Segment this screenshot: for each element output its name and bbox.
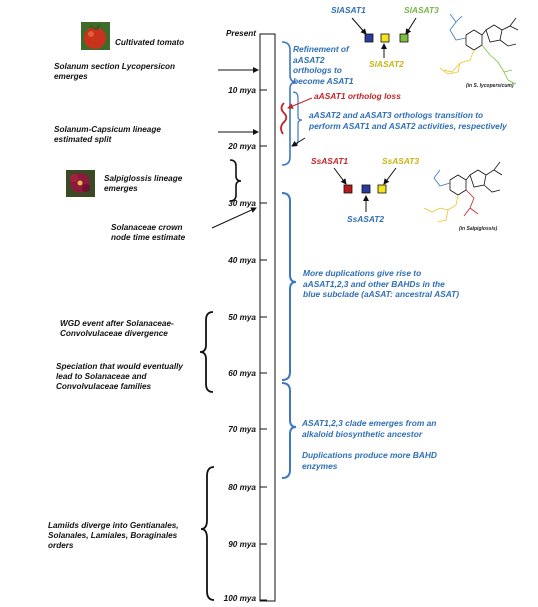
salpiglossis-flower-photo (66, 170, 95, 197)
crown-node-arrow (211, 207, 257, 229)
ss-asat3-label: SsASAT3 (382, 156, 420, 166)
salpiglossis-brace (229, 159, 242, 202)
tick-50: 50 mya (228, 313, 256, 322)
tick-80: 80 mya (228, 483, 256, 492)
tick-30: 30 mya (228, 199, 256, 208)
cultivated-tomato-photo (81, 22, 110, 50)
sl-asat2-label: SlASAT2 (369, 59, 404, 69)
transition-brace (292, 91, 303, 147)
more-bahd-event: Duplications produce more BAHD enzymes (302, 450, 437, 471)
ss-asat2-box (361, 184, 371, 194)
ss-asat2-label: SsASAT2 (347, 214, 385, 224)
lamiids-event: Lamiids diverge into Gentianales, Solana… (48, 521, 179, 550)
ss-asat1-label: SsASAT1 (311, 156, 349, 166)
sl-asat3-box (399, 33, 409, 43)
tick-60: 60 mya (228, 369, 256, 378)
tick-10: 10 mya (228, 86, 256, 95)
tick-20: 20 mya (228, 142, 256, 151)
cultivated-tomato-label: Cultivated tomato (115, 38, 185, 47)
tick-40: 40 mya (228, 256, 256, 265)
sl-asat1-box (364, 33, 374, 43)
refinement-event: Refinement of aASAT2 orthologs to become… (293, 44, 354, 86)
clade-brace (281, 382, 297, 479)
speciation-event: Speciation that would eventually lead to… (56, 362, 183, 391)
acylsucrose-molecule-ss (423, 161, 503, 223)
duplications-brace (281, 192, 297, 381)
tick-70: 70 mya (228, 425, 256, 434)
refinement-brace (281, 41, 297, 166)
transition-event: aASAT2 and aASAT3 orthologs transition t… (309, 110, 507, 131)
sl-asat2-box (380, 33, 390, 43)
lycopersicon-event: Solanum section Lycopersicon emerges (54, 62, 176, 81)
wgd-event: WGD event after Solanaceae- Convolvulace… (60, 319, 174, 338)
ortholog-loss-mark (280, 102, 288, 135)
duplications-event: More duplications give rise to aASAT1,2,… (303, 268, 460, 299)
sl-asat1-label: SlASAT1 (331, 5, 366, 15)
tick-present: Present (225, 29, 256, 38)
wgd-brace (199, 311, 214, 393)
salpiglossis-event: Salpiglossis lineage emerges (104, 174, 183, 193)
ss-enzyme-group (333, 167, 397, 212)
acylsucrose-molecule-sl (439, 13, 519, 85)
sl-caption: (in S. lycopersicum) (466, 83, 514, 89)
ss-asat3-box (377, 184, 387, 194)
tick-100: 100 mya (223, 594, 256, 603)
tick-90: 90 mya (228, 540, 256, 549)
ss-caption: (in Salpiglossis) (459, 226, 498, 232)
ss-asat1-box (343, 184, 353, 194)
timeline-ticks (260, 33, 267, 601)
sl-enzyme-group (351, 17, 417, 58)
capsicum-split-event: Solanum-Capsicum lineage estimated split (54, 125, 161, 144)
ortholog-loss-event: aASAT1 ortholog loss (314, 91, 401, 101)
clade-event: ASAT1,2,3 clade emerges from an alkaloid… (302, 418, 437, 439)
sl-asat3-label: SlASAT3 (404, 5, 439, 15)
crown-node-event: Solanaceae crown node time estimate (111, 223, 186, 242)
ortholog-loss-arrow (287, 97, 313, 109)
transition-arrow (291, 137, 306, 147)
lamiids-brace (200, 466, 215, 601)
